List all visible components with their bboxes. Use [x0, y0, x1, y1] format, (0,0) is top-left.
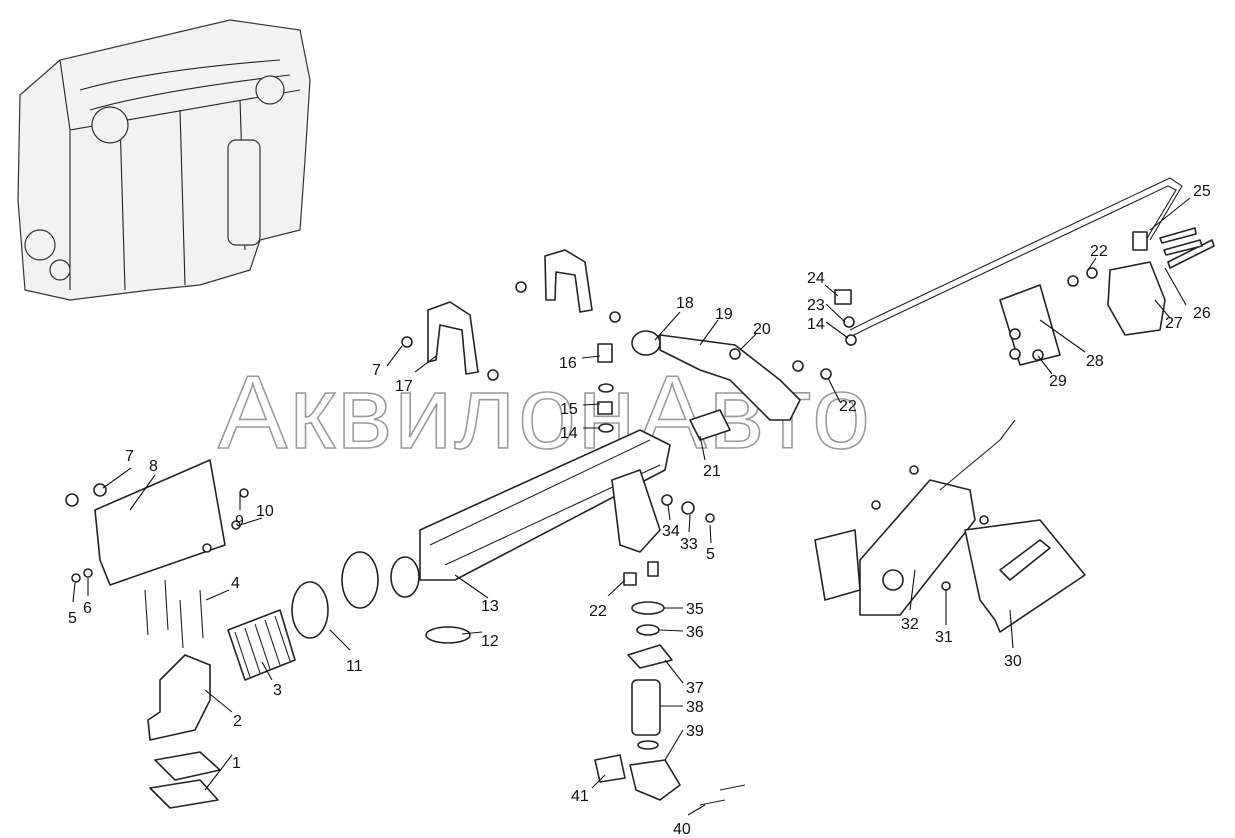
callout: 30	[1004, 653, 1022, 670]
callout: 36	[686, 624, 704, 641]
callout: 14	[807, 316, 825, 333]
callout: 14	[560, 425, 578, 442]
callout: 8	[149, 458, 158, 475]
callout: 34	[662, 523, 680, 540]
callout: 22	[589, 603, 607, 620]
callout: 9	[235, 513, 244, 530]
engine-overview	[17, 19, 311, 301]
callout: 27	[1165, 315, 1183, 332]
callout: 38	[686, 699, 704, 716]
callout: 40	[673, 821, 691, 838]
callout: 4	[231, 575, 240, 592]
leader-lines	[72, 197, 1191, 816]
callout: 12	[481, 633, 499, 650]
callout: 20	[753, 321, 771, 338]
callout: 6	[83, 600, 92, 617]
callout: 24	[807, 270, 825, 287]
callout: 32	[901, 616, 919, 633]
callout: 5	[706, 546, 715, 563]
callout: 18	[676, 295, 694, 312]
callout: 16	[559, 355, 577, 372]
callout: 13	[481, 598, 499, 615]
callout: 28	[1086, 353, 1104, 370]
callout: 22	[839, 398, 857, 415]
callout: 39	[686, 723, 704, 740]
callout: 7	[125, 448, 134, 465]
callout: 11	[346, 658, 363, 675]
callout: 2	[233, 713, 242, 730]
callout-labels: 25 22 24 23 14 26 27 28 29 18 19 20 16 7…	[68, 183, 1211, 838]
callout: 29	[1049, 373, 1067, 390]
callout: 19	[715, 306, 733, 323]
callout: 37	[686, 680, 704, 697]
callout: 5	[68, 610, 77, 627]
callout: 1	[232, 755, 241, 772]
callout: 10	[256, 503, 274, 520]
callout: 3	[273, 682, 282, 699]
callout: 17	[395, 378, 413, 395]
callout: 23	[807, 297, 825, 314]
callout: 21	[703, 463, 721, 480]
callout: 35	[686, 601, 704, 618]
callout: 25	[1193, 183, 1211, 200]
parts	[65, 177, 1215, 809]
callout: 33	[680, 536, 698, 553]
callout: 15	[560, 401, 578, 418]
callout: 31	[935, 629, 953, 646]
callout: 41	[571, 788, 589, 805]
callout: 7	[372, 362, 381, 379]
callout: 26	[1193, 305, 1211, 322]
callout: 22	[1090, 243, 1108, 260]
